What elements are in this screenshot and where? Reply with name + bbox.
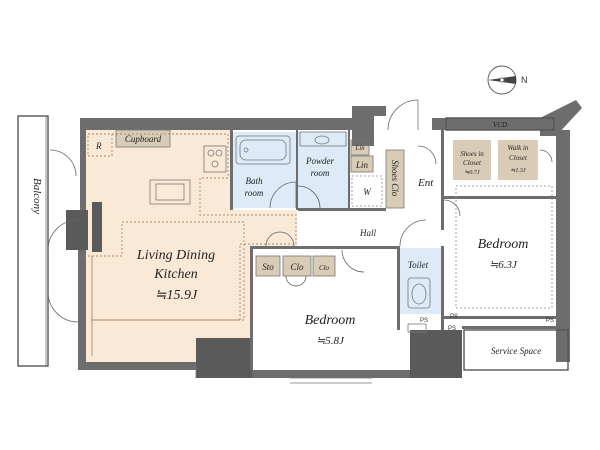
- vcd-label: VCD: [493, 121, 507, 129]
- sink-icon: [299, 131, 347, 147]
- balcony-label: Balcony: [31, 178, 43, 214]
- walk-in-closet-2: Closet: [509, 154, 528, 162]
- walls: [66, 100, 582, 378]
- walk-in-closet-1: Walk in: [508, 144, 529, 152]
- ps-label-1: PS: [420, 318, 428, 324]
- service-space-label: Service Space: [491, 346, 541, 356]
- ps-label-3: PS: [546, 318, 554, 324]
- powder-label-line2: room: [311, 168, 330, 178]
- kitchen-island: [149, 179, 191, 205]
- bathroom-floor: [232, 132, 296, 208]
- lin-box-2: [351, 156, 373, 172]
- ldk-label-line2: Kitchen: [153, 267, 198, 282]
- sto-label: Sto: [262, 262, 274, 272]
- ldk-dashed-outline: [84, 133, 297, 356]
- ps-label-2: PS: [450, 314, 458, 320]
- washer-icon: W: [351, 175, 383, 207]
- shoes-in-closet-area: ≒0.7J: [464, 170, 480, 176]
- bedroom1-label: Bedroom: [478, 237, 529, 252]
- lin-label-2: Lin: [355, 160, 369, 170]
- stove-icon: [203, 145, 227, 173]
- compass: N: [487, 65, 528, 95]
- bath-label-line1: Bath: [246, 176, 263, 186]
- cupboard-label: Cupboard: [125, 134, 162, 144]
- bathtub-icon: [235, 135, 291, 165]
- compass-n-label: N: [521, 75, 528, 85]
- bedroom2-label: Bedroom: [305, 313, 356, 328]
- ent-label: Ent: [417, 177, 434, 189]
- ps-label-4: PS: [448, 326, 456, 332]
- toilet-label: Toilet: [408, 260, 429, 270]
- powder-label-line1: Powder: [305, 156, 334, 166]
- balcony: Balcony: [17, 115, 49, 367]
- shoes-clo-label: Shoes Clo: [390, 160, 400, 197]
- clo-box-2: [313, 256, 335, 276]
- ldk-area: ≒15.9J: [155, 288, 198, 303]
- shoes-clo-box: [386, 150, 404, 208]
- hall-label: Hall: [359, 228, 377, 238]
- bedroom2-area: ≒5.8J: [316, 335, 345, 347]
- toilet-icon: [407, 277, 431, 309]
- fridge-label: R: [95, 141, 102, 151]
- washer-label: W: [363, 187, 372, 197]
- shoes-in-closet-2: Closet: [463, 159, 482, 167]
- clo-box-1: [283, 256, 311, 276]
- clo-label-2: Clo: [319, 264, 330, 272]
- walk-in-closet-box: [498, 140, 538, 180]
- powder-floor: [297, 132, 349, 208]
- service-space-outline: [463, 329, 569, 371]
- toilet-floor: [399, 248, 441, 314]
- bedroom1-dashed-outline: [455, 185, 553, 309]
- lin-label-1: Lin: [354, 144, 365, 152]
- sto-box: [256, 256, 280, 276]
- bedroom1-area: ≒6.3J: [489, 259, 518, 271]
- clo-label-1: Clo: [290, 262, 304, 272]
- shoes-in-closet-box: [453, 140, 491, 180]
- walk-in-closet-area: ≒1.3J: [510, 168, 526, 174]
- bath-label-line2: room: [245, 188, 264, 198]
- ldk-label-line1: Living Dining: [136, 248, 215, 263]
- shoes-in-closet-1: Shoes in: [460, 150, 484, 158]
